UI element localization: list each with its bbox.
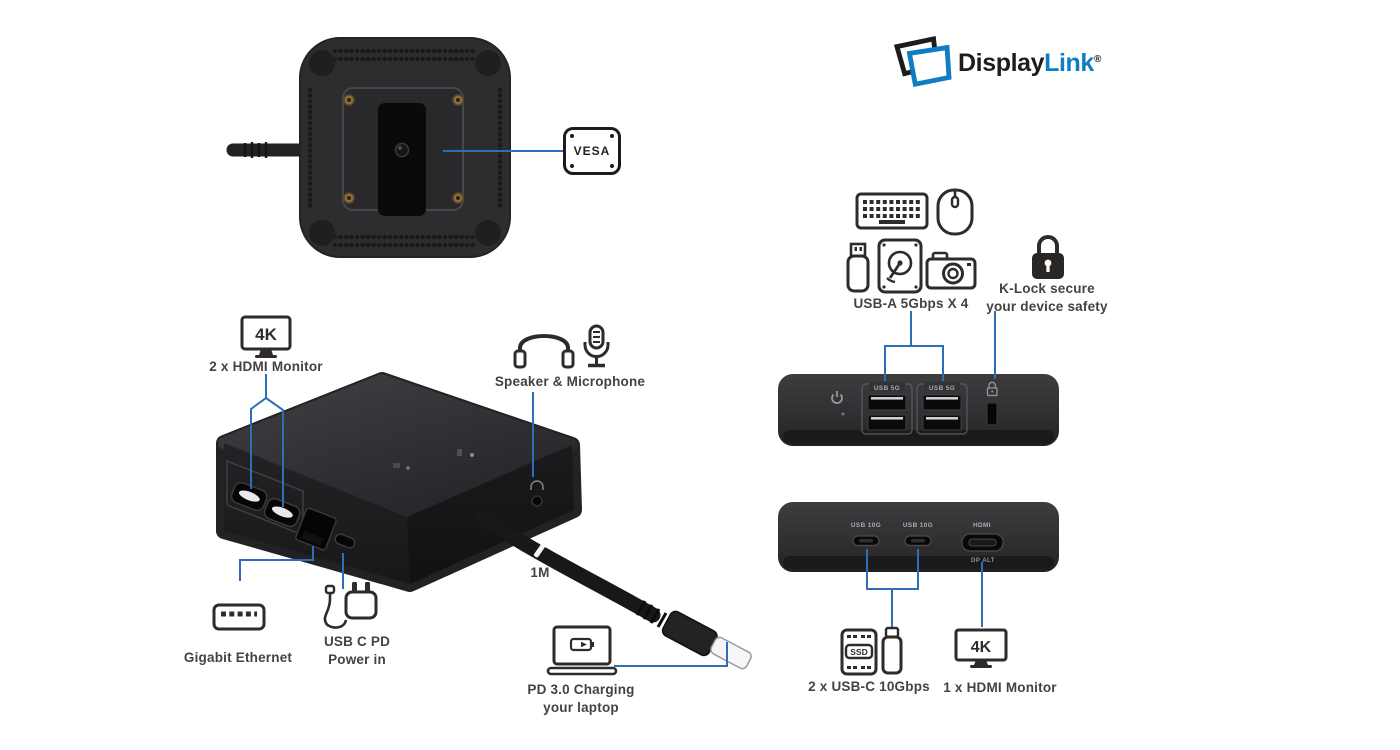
microphone-icon: [583, 324, 610, 368]
headphones-icon: [513, 334, 575, 369]
registered-mark: ®: [1093, 53, 1102, 65]
usba-caption: USB-A 5Gbps X 4: [853, 296, 969, 311]
ethernet-caption: Gigabit Ethernet: [183, 650, 293, 665]
usbc-cable: [475, 509, 661, 623]
vesa-label-text: VESA: [573, 144, 611, 158]
monitor-4k-icon-2: 4K: [954, 628, 1008, 668]
usb5g-label-1: USB 5G: [874, 385, 900, 392]
hdmi-monitors-caption: 2 x HDMI Monitor: [209, 359, 323, 374]
usb-a-group-2: USB 5G: [916, 382, 968, 435]
usb10g-label-1: USB 10G: [851, 522, 881, 529]
camera-icon: [925, 251, 977, 290]
klock-etch-icon: [986, 381, 998, 397]
headphone-etch-icon: [530, 480, 544, 490]
klock-line1: K-Lock secure: [999, 281, 1095, 296]
rubber-feet: [309, 50, 501, 246]
monitor-4k-badge-2: 4K: [971, 639, 992, 656]
usb5g-label-2: USB 5G: [929, 385, 955, 392]
power-led: [841, 412, 845, 416]
keyboard-icon: [855, 192, 929, 230]
usbc-port-1: [852, 535, 880, 547]
ssd-text: SSD: [850, 647, 867, 657]
vesa-label: VESA: [563, 127, 621, 175]
vesa-screws: [343, 94, 464, 204]
ssd-icon: SSD: [840, 628, 878, 676]
displaylink-logo: DisplayLink®: [891, 36, 1101, 90]
hdmi-label: HDMI: [973, 522, 991, 529]
speaker-mic-caption: Speaker & Microphone: [494, 374, 646, 389]
dp-alt-label: DP ALT: [971, 557, 995, 564]
usbc-connector-tip: [710, 636, 752, 670]
cable-length-label: 1M: [530, 565, 550, 580]
usbc-port-2: [904, 535, 932, 547]
usb-flash-drive-icon: [846, 242, 870, 293]
usbc-pd-port: [334, 533, 356, 549]
usbc-drive-icon: [881, 626, 903, 675]
logo-text-link: Link: [1044, 48, 1094, 77]
hdmi-monitor-caption: 1 x HDMI Monitor: [943, 680, 1057, 695]
audio-jack: [531, 495, 543, 507]
padlock-icon: [1032, 235, 1064, 279]
power-in-line2: Power in: [328, 652, 386, 668]
ethernet-port: [295, 507, 337, 551]
dock-usb-panel-photo: USB 5G USB 5G: [778, 374, 1059, 446]
dock-top-view-photo: [226, 37, 511, 258]
monitor-4k-icon: 4K: [240, 315, 292, 358]
displaylink-logo-icon: [893, 36, 952, 88]
speaker-microphone-icons: [513, 324, 610, 369]
power-in-caption: USB C PD Power in: [277, 633, 437, 669]
mouse-icon: [936, 188, 974, 236]
pd-charging-caption: PD 3.0 Charging your laptop: [501, 681, 661, 717]
klock-slot: [986, 402, 998, 426]
laptop-charging-icon: [546, 625, 618, 676]
logo-text-display: Display: [958, 48, 1045, 77]
hdmi-alt-port: [961, 533, 1004, 552]
klock-caption: K-Lock secure your device safety: [967, 280, 1127, 316]
hdd-icon: [877, 238, 923, 294]
power-adapter-icon: [323, 582, 378, 629]
ethernet-icon: [212, 603, 266, 631]
klock-line2: your device safety: [986, 299, 1108, 315]
dock-video-panel-photo: USB 10G USB 10G HDMI DP ALT: [778, 502, 1059, 572]
usb-a-group-1: USB 5G: [861, 382, 913, 435]
dock-main-photo: [216, 372, 752, 670]
power-in-line1: USB C PD: [323, 634, 391, 649]
pd-charging-line1: PD 3.0 Charging: [527, 682, 635, 697]
monitor-4k-badge: 4K: [255, 325, 277, 344]
power-icon: [831, 391, 843, 404]
pd-charging-line2: your laptop: [543, 700, 619, 716]
usbc10-caption: 2 x USB-C 10Gbps: [808, 679, 930, 694]
usb10g-label-2: USB 10G: [903, 522, 933, 529]
